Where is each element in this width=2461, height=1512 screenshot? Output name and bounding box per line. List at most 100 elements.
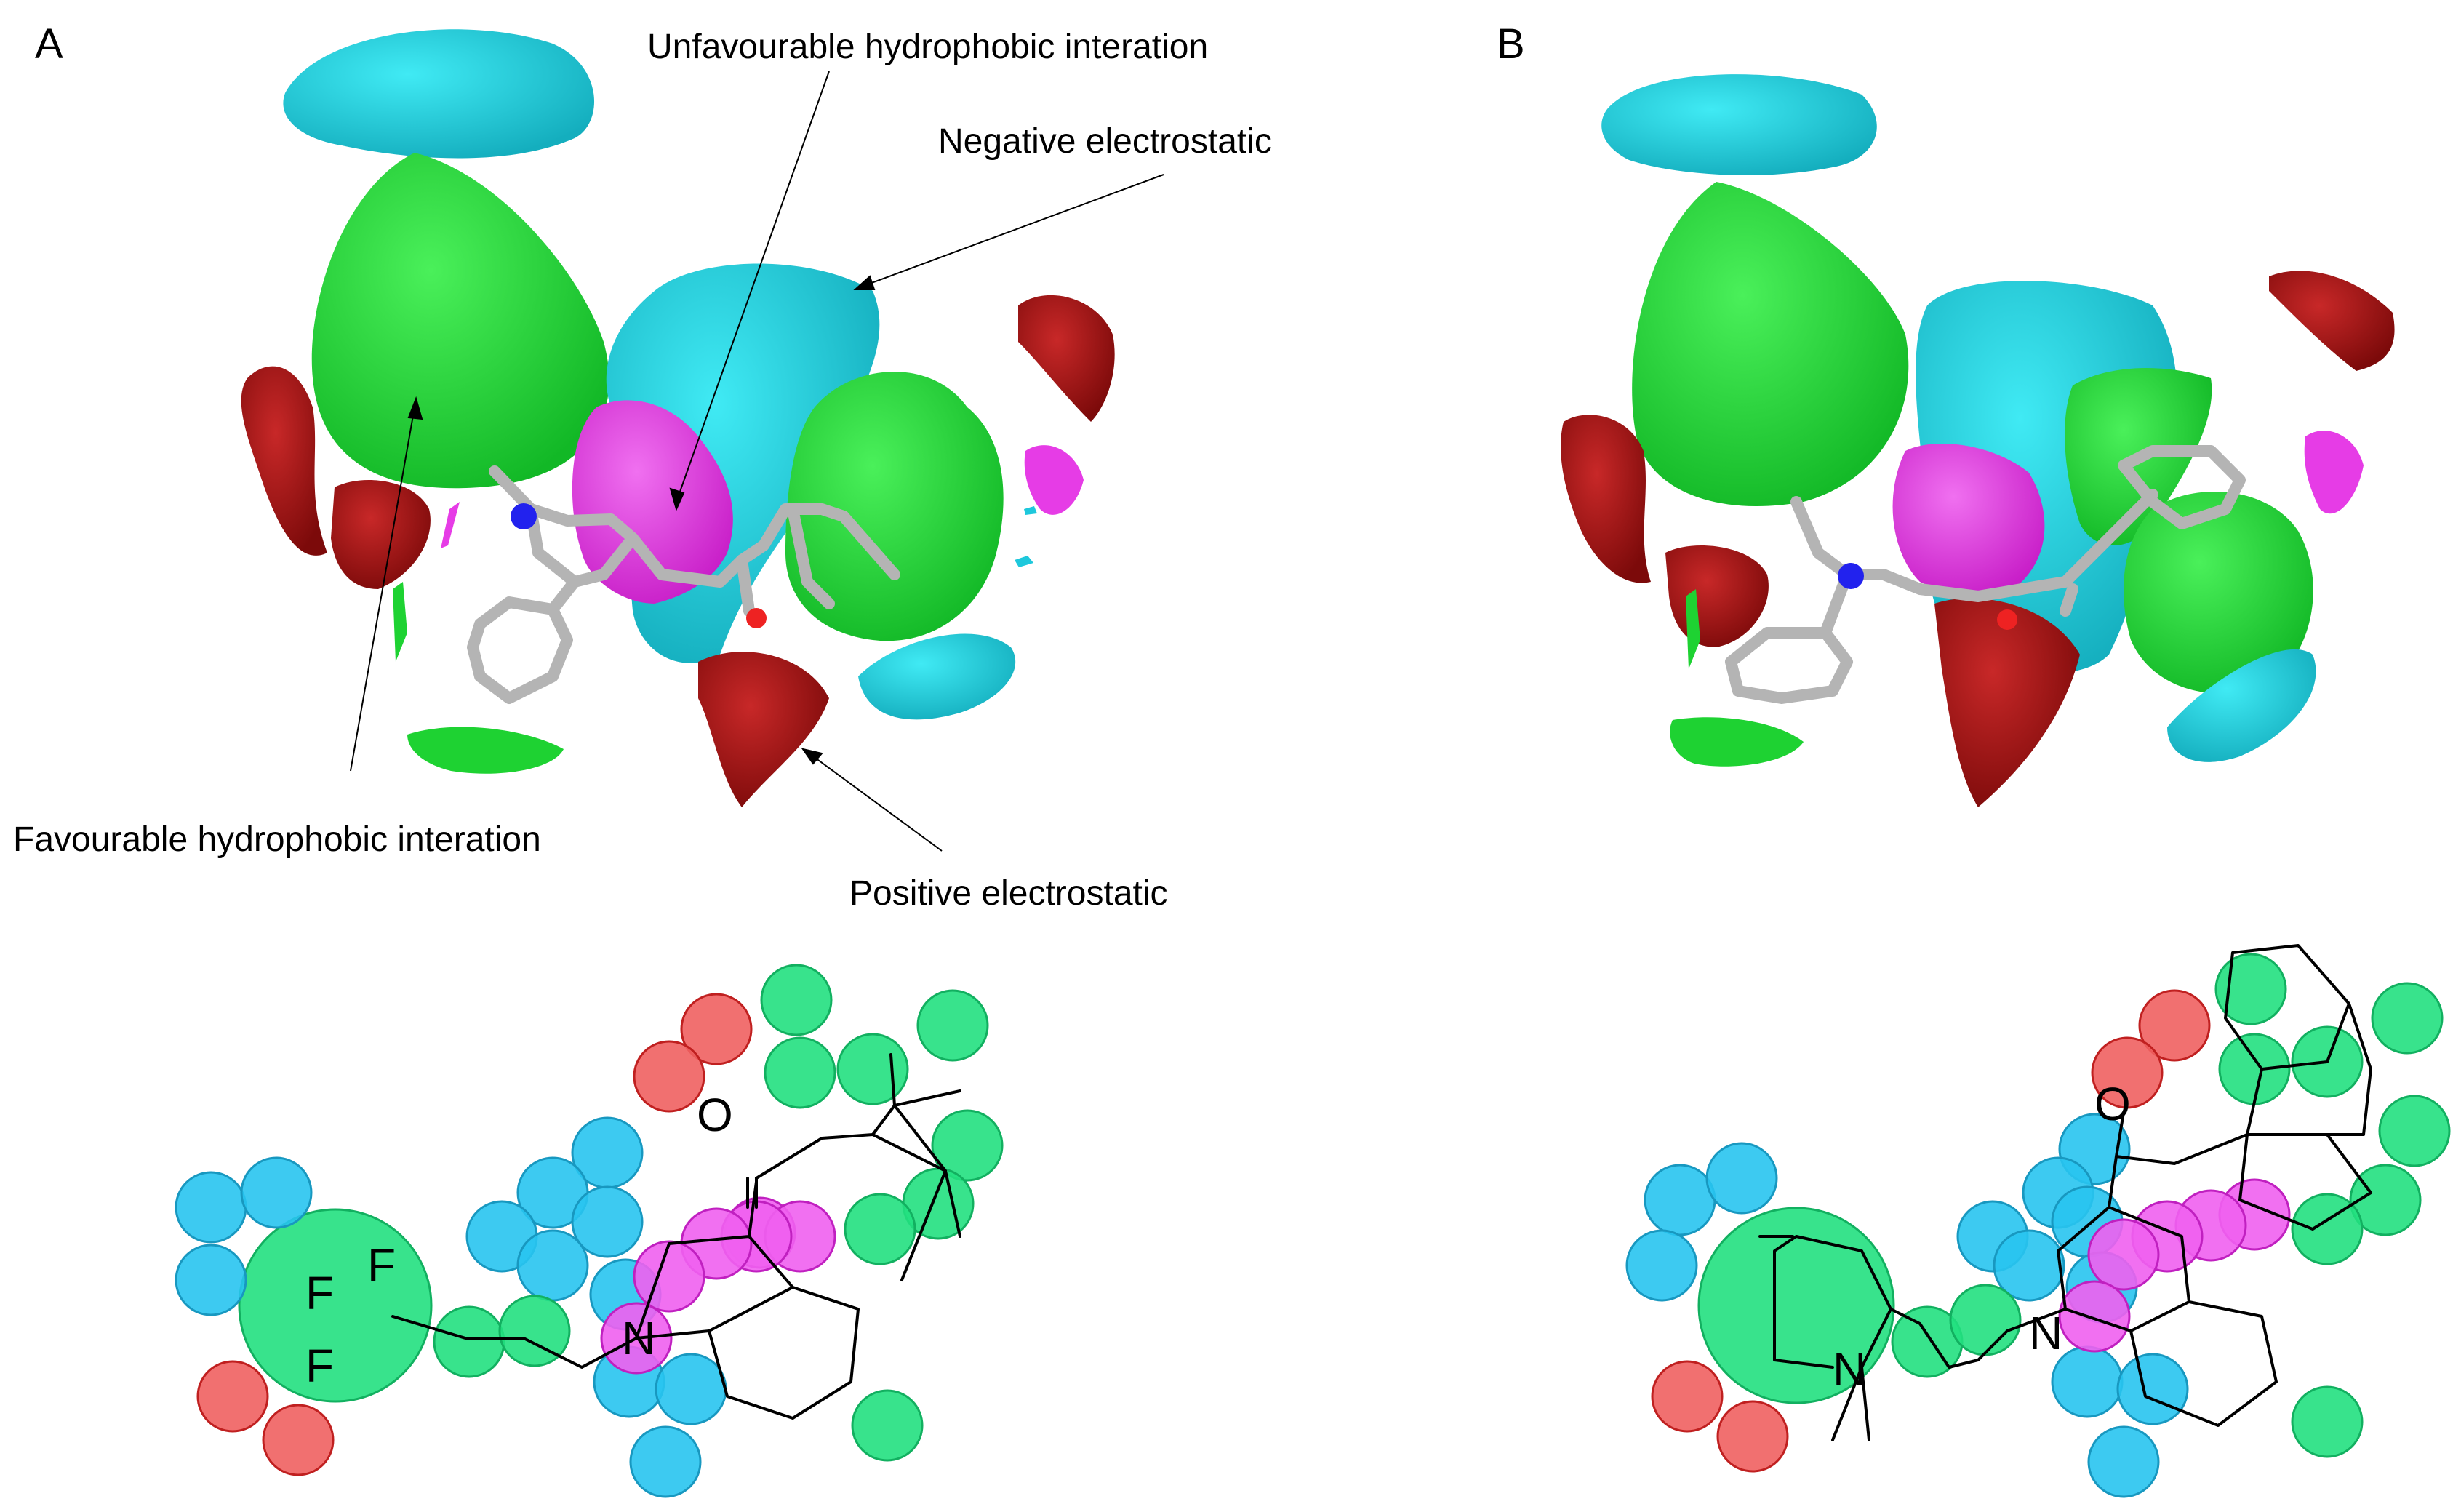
favourable-field-circle <box>836 1033 909 1105</box>
favourable-hydrophobic-fragment <box>1670 717 1804 767</box>
panel-a-letter: A <box>35 20 63 68</box>
favourable-field-circle <box>2214 953 2287 1025</box>
favourable-hydrophobic-region <box>311 153 609 489</box>
positive-electrostatic-region <box>1018 295 1115 422</box>
favourable-hydrophobic-fragment <box>407 727 564 774</box>
favourable-field-circle <box>931 1109 1004 1182</box>
panel-b-structure-map: O N N <box>1625 944 2451 1498</box>
favourable-field-circle <box>2291 1385 2364 1458</box>
negative-electrostatic-region <box>2167 649 2316 762</box>
callout-negative: Negative electrostatic <box>938 122 1272 161</box>
unfavourable-hydrophobic-fragment <box>441 502 460 548</box>
negative-field-circle <box>1625 1229 1698 1302</box>
favourable-field-circle <box>433 1305 505 1378</box>
positive-electrostatic-region <box>331 480 431 589</box>
positive-field-circle <box>2138 989 2211 1062</box>
panel-b-contour-map: B <box>1497 20 2395 807</box>
negative-field-circle <box>655 1353 727 1425</box>
callout-unfavourable: Unfavourable hydrophobic interation <box>647 28 1208 66</box>
favourable-field-circle <box>498 1295 571 1367</box>
negative-electrostatic-region <box>1601 74 1877 175</box>
positive-field-circle <box>633 1040 705 1113</box>
favourable-field-circle <box>760 964 833 1036</box>
positive-electrostatic-region <box>698 652 829 807</box>
negative-electrostatic-fragment <box>1015 556 1033 567</box>
oxygen-atom <box>1997 609 2017 630</box>
callout-arrows-a <box>350 71 1164 852</box>
unfavourable-hydrophobic-fragment <box>1024 445 1084 515</box>
panel-b-letter: B <box>1497 20 1525 68</box>
negative-field-circle <box>2116 1353 2189 1425</box>
positive-field-circle <box>1716 1400 1789 1473</box>
negative-electrostatic-fragment <box>1024 506 1037 515</box>
negative-field-circle <box>1705 1142 1778 1215</box>
negative-field-circle <box>571 1185 644 1258</box>
positive-field-circle <box>680 993 753 1065</box>
panel-a-structure-bonds <box>391 1053 961 1420</box>
atom-a-f3: F <box>305 1340 334 1392</box>
unfavourable-hydrophobic-region <box>1892 444 2045 596</box>
positive-electrostatic-region <box>2269 271 2395 371</box>
atom-a-nitrogen: N <box>622 1312 655 1364</box>
large-favourable-circle <box>238 1208 433 1403</box>
negative-field-circle <box>240 1156 313 1229</box>
favourable-field-circle <box>764 1036 836 1109</box>
favourable-hydrophobic-region <box>785 372 1004 641</box>
favourable-hydrophobic-region <box>2124 492 2313 694</box>
negative-electrostatic-region <box>283 29 595 159</box>
ligand-sticks-b <box>1725 445 2246 704</box>
favourable-hydrophobic-fragment <box>1686 589 1700 669</box>
panel-a-field-circles <box>175 964 1004 1498</box>
favourable-field-circle <box>2371 982 2444 1055</box>
unfavourable-hydrophobic-region <box>572 400 733 604</box>
positive-electrostatic-region <box>1665 545 1769 647</box>
favourable-field-circle <box>2218 1033 2291 1105</box>
atom-a-f1: F <box>367 1239 396 1292</box>
ligand-sticks-a <box>467 465 900 704</box>
nitrogen-atom <box>511 503 537 529</box>
unfavourable-field-circle <box>633 1240 705 1313</box>
negative-field-circle <box>516 1229 589 1302</box>
favourable-field-circle <box>2378 1095 2451 1167</box>
favourable-field-circle <box>916 989 989 1062</box>
nitrogen-atom <box>1838 563 1864 589</box>
positive-electrostatic-region <box>1934 598 2080 807</box>
unfavourable-field-circle <box>2058 1280 2131 1353</box>
positive-electrostatic-region <box>1561 415 1651 583</box>
positive-field-circle <box>196 1360 269 1433</box>
favourable-field-circle <box>1949 1284 2022 1356</box>
large-favourable-circle <box>1697 1207 1895 1404</box>
negative-field-circle <box>2087 1425 2160 1498</box>
unfavourable-hydrophobic-fragment <box>2304 431 2364 514</box>
negative-field-circle <box>629 1425 702 1498</box>
negative-field-circle <box>175 1244 247 1316</box>
negative-field-circle <box>2051 1345 2124 1418</box>
atom-b-nitrogen-indole: N <box>2029 1307 2062 1359</box>
atom-b-oxygen: O <box>2094 1078 2131 1130</box>
favourable-field-circle <box>844 1193 916 1265</box>
positive-field-circle <box>262 1404 335 1476</box>
panel-a-structure-map: O N F F F <box>175 964 1004 1498</box>
oxygen-atom <box>746 608 767 628</box>
negative-field-circle <box>1644 1164 1716 1236</box>
atom-a-f2: F <box>305 1267 334 1319</box>
unfavourable-field-circle <box>2087 1218 2160 1291</box>
negative-field-circle <box>175 1171 247 1244</box>
favourable-field-circle <box>851 1389 924 1462</box>
panel-b-field-circles <box>1625 953 2451 1498</box>
callout-positive: Positive electrostatic <box>849 874 1168 913</box>
atom-b-nitrogen-ring: N <box>1833 1343 1866 1396</box>
panel-b-structure-bonds <box>1758 944 2372 1441</box>
atom-a-oxygen: O <box>697 1089 733 1141</box>
positive-field-circle <box>2091 1036 2164 1109</box>
favourable-hydrophobic-fragment <box>393 582 407 662</box>
favourable-field-circle <box>2291 1193 2364 1265</box>
positive-field-circle <box>1651 1360 1724 1433</box>
negative-electrostatic-region <box>858 633 1016 720</box>
favourable-field-circle <box>2349 1164 2422 1236</box>
panel-a-contour-map: A <box>13 20 1272 913</box>
positive-electrostatic-region <box>241 366 327 556</box>
callout-favourable: Favourable hydrophobic interation <box>13 820 541 859</box>
